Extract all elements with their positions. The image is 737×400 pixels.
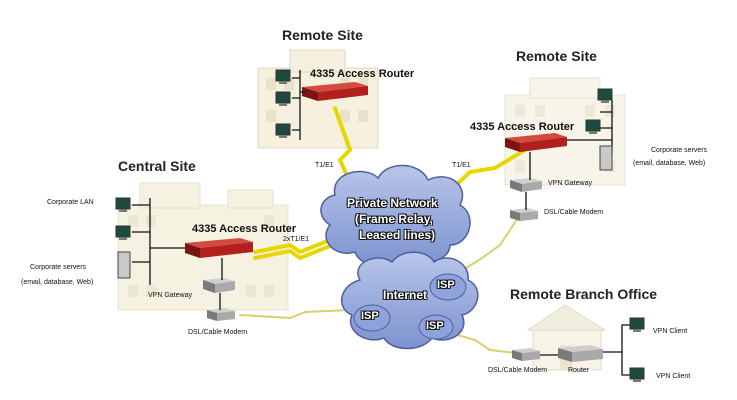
branch-router-device: [558, 345, 603, 362]
dsl-right-label: DSL/Cable Modem: [544, 209, 604, 216]
corp-servers-right-2: (email, database, Web): [633, 160, 706, 167]
link-t1-right: T1/E1: [452, 162, 471, 169]
router-central: [185, 238, 253, 258]
lan-wires: [132, 70, 630, 376]
corp-servers-left-1: Corporate servers: [30, 264, 87, 271]
private-network-text-2: (Frame Relay,: [355, 212, 433, 226]
server-central: [117, 251, 131, 279]
vpn-client-1-label: VPN Client: [653, 328, 688, 335]
vpn-gateway-right-label: VPN Gateway: [548, 180, 592, 187]
vpn-gateway-left-device: [203, 278, 235, 293]
pc-top-1: [275, 69, 291, 84]
pc-central-2: [115, 225, 131, 240]
vpn-gateway-left-label: VPN Gateway: [148, 292, 192, 299]
pc-right-2: [585, 119, 601, 134]
corporate-lan-label: Corporate LAN: [47, 199, 94, 206]
private-network-cloud: [320, 164, 471, 266]
dsl-left-label: DSL/Cable Modem: [188, 329, 248, 336]
internet-text: Internet: [383, 288, 428, 302]
vpn-gateway-right-device: [510, 178, 542, 192]
pc-branch-2: [629, 367, 645, 382]
router-right: [505, 133, 567, 152]
internet-cloud: [341, 251, 479, 350]
link-2xt1: 2xT1/E1: [283, 236, 310, 243]
pc-central-1: [115, 197, 131, 212]
private-network-text-3: Leased lines): [359, 228, 436, 242]
router-branch-label: Router: [568, 367, 590, 374]
pc-top-2: [275, 91, 291, 106]
private-network-text-1: Private Network: [347, 196, 438, 210]
pc-right-1: [597, 88, 613, 103]
remote-site-top-title: Remote Site: [282, 27, 363, 43]
dsl-right-device: [510, 208, 538, 221]
remote-branch-title: Remote Branch Office: [510, 286, 658, 302]
dsl-branch-label: DSL/Cable Modem: [488, 367, 548, 374]
pc-top-3: [275, 123, 291, 138]
pc-branch-1: [629, 317, 645, 332]
vpn-client-2-label: VPN Client: [656, 373, 691, 380]
dsl-left-device: [207, 308, 235, 321]
isp-text-1: ISP: [437, 279, 455, 291]
central-site-title: Central Site: [118, 158, 196, 174]
router-right-label: 4335 Access Router: [470, 121, 575, 133]
pc-icons: [115, 69, 645, 382]
router-central-label: 4335 Access Router: [192, 223, 297, 235]
isp-text-3: ISP: [426, 320, 444, 332]
corp-servers-right-1: Corporate servers: [651, 147, 708, 154]
dsl-branch-device: [512, 348, 540, 361]
remote-site-right-title: Remote Site: [516, 48, 597, 64]
isp-text-2: ISP: [361, 310, 379, 322]
server-right: [599, 145, 613, 171]
router-top-label: 4335 Access Router: [310, 68, 415, 80]
router-top: [302, 82, 368, 101]
corp-servers-left-2: (email, database, Web): [21, 279, 94, 286]
link-t1-left: T1/E1: [315, 162, 334, 169]
